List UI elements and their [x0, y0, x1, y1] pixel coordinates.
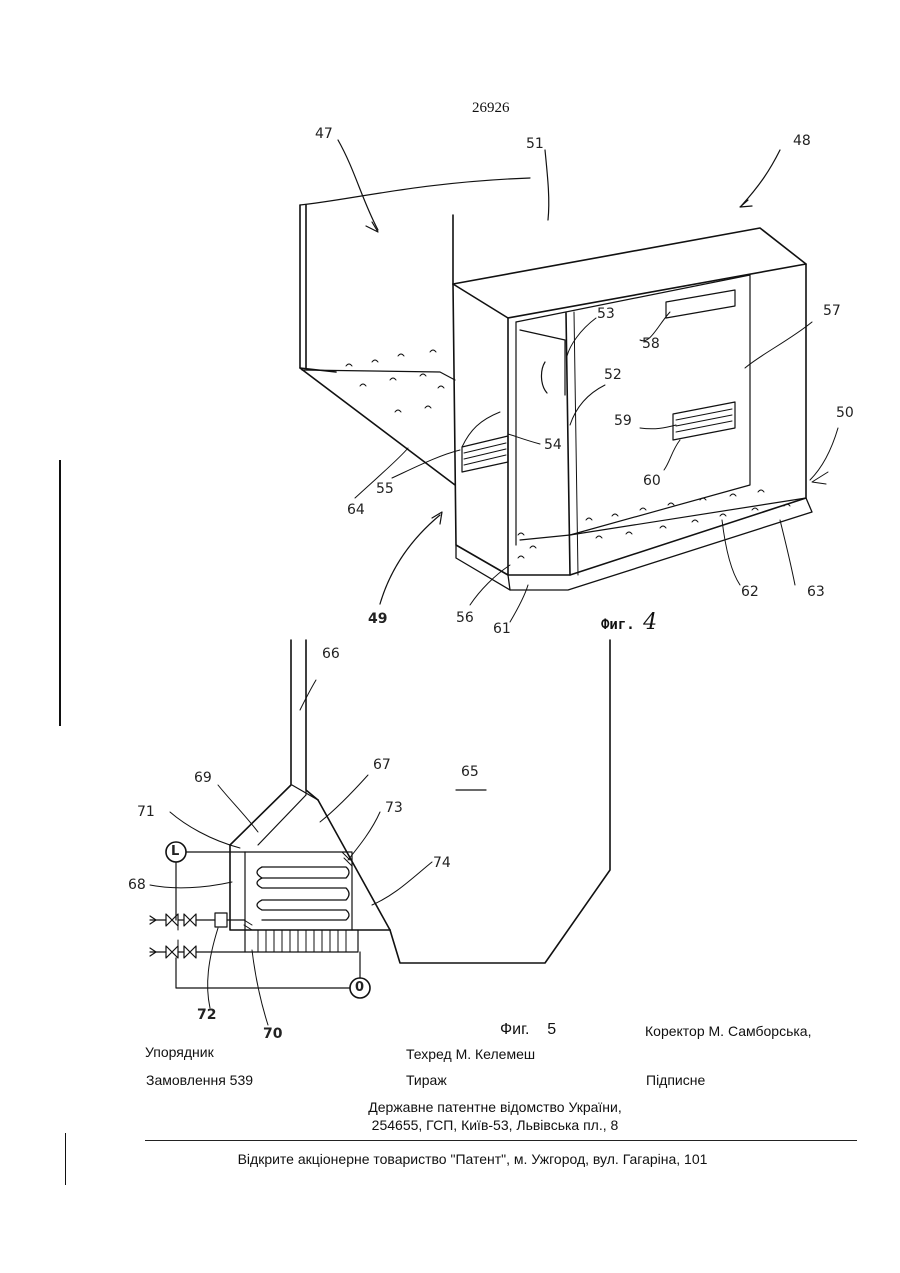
label-62: 62: [741, 584, 759, 600]
proofreader: Коректор М. Самборська,: [645, 1023, 811, 1039]
subscription: Підписне: [646, 1072, 705, 1088]
label-66: 66: [322, 646, 340, 662]
label-51: 51: [526, 136, 544, 152]
label-71: 71: [137, 804, 155, 820]
label-58: 58: [642, 336, 660, 352]
imprint-line-1: Державне патентне відомство України,: [0, 1098, 900, 1116]
label-49: 49: [368, 611, 387, 627]
label-70: 70: [263, 1026, 282, 1042]
label-73: 73: [385, 800, 403, 816]
footer-rule: [145, 1140, 857, 1141]
label-67: 67: [373, 757, 391, 773]
figure-4-caption: Фиг. 4: [601, 610, 657, 635]
label-72: 72: [197, 1007, 216, 1023]
publisher: Відкрите акціонерне товариство "Патент",…: [0, 1151, 900, 1167]
label-59: 59: [614, 413, 632, 429]
label-64: 64: [347, 502, 365, 518]
label-74: 74: [433, 855, 451, 871]
label-52: 52: [604, 367, 622, 383]
imprint: Державне патентне відомство України, 254…: [0, 1098, 900, 1134]
label-54: 54: [544, 437, 562, 453]
label-50: 50: [836, 405, 854, 421]
label-48: 48: [793, 133, 811, 149]
figure-5-caption: Фиг. 5: [500, 1021, 556, 1039]
label-69: 69: [194, 770, 212, 786]
compiler: Упорядник: [145, 1044, 214, 1060]
label-53: 53: [597, 306, 615, 322]
controller-symbol: 0: [355, 980, 364, 995]
tech-editor: Техред М. Келемеш: [406, 1046, 535, 1062]
imprint-line-2: 254655, ГСП, Київ-53, Львівська пл., 8: [0, 1116, 900, 1134]
label-63: 63: [807, 584, 825, 600]
circulation: Тираж: [406, 1072, 447, 1088]
label-47: 47: [315, 126, 333, 142]
level-sensor-symbol: L: [171, 844, 179, 859]
order-number: Замовлення 539: [146, 1072, 253, 1088]
label-56: 56: [456, 610, 474, 626]
figure-4-caption-number: 4: [643, 610, 657, 635]
label-68: 68: [128, 877, 146, 893]
label-60: 60: [643, 473, 661, 489]
label-65: 65: [461, 764, 479, 780]
figure-4-caption-prefix: Фиг.: [601, 617, 635, 633]
label-55: 55: [376, 481, 394, 497]
label-57: 57: [823, 303, 841, 319]
label-61: 61: [493, 621, 511, 637]
